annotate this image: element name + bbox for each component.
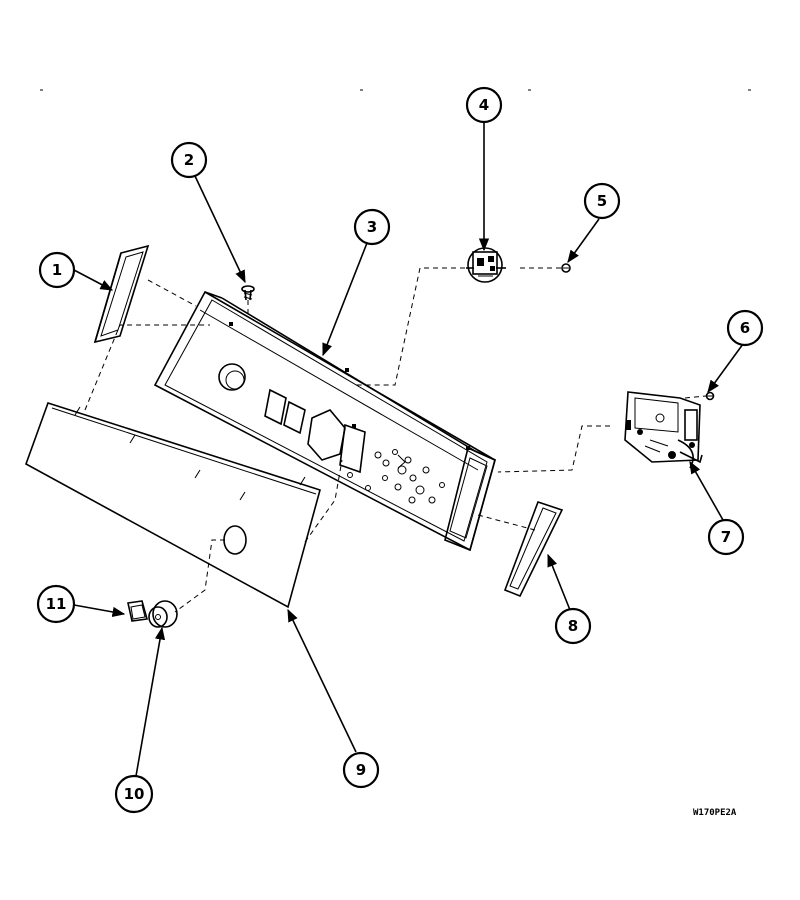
callout-5: 5: [583, 182, 621, 220]
small-screw-part: [561, 263, 571, 273]
callout-9: 9: [342, 751, 380, 789]
console-panel-part: [153, 290, 496, 552]
callout-label: 3: [367, 218, 377, 236]
callout-label: 4: [479, 96, 489, 114]
callout-1: 1: [38, 251, 76, 289]
callout-label: 7: [721, 528, 731, 546]
callout-label: 10: [124, 785, 145, 803]
callout-6: 6: [726, 309, 764, 347]
callout-3: 3: [353, 208, 391, 246]
callout-label: 6: [740, 319, 750, 337]
callout-label: 9: [356, 761, 366, 779]
callout-label: 5: [597, 192, 607, 210]
callout-10: 10: [114, 774, 154, 814]
screw-part: [241, 285, 255, 301]
knob-part: [148, 600, 178, 628]
front-panel-part: [25, 402, 321, 609]
assembly-lines: [84, 267, 707, 613]
callout-4: 4: [465, 86, 503, 124]
callout-11: 11: [36, 584, 76, 624]
knob-insert-part: [127, 600, 149, 622]
drawing-code: W170PE2A: [693, 808, 737, 818]
timer-part: [624, 391, 703, 469]
callout-label: 11: [46, 595, 67, 613]
left-end-cap-part: [93, 244, 150, 344]
callout-8: 8: [554, 607, 592, 645]
callout-label: 2: [184, 151, 194, 169]
right-end-cap-part: [503, 500, 564, 598]
callout-label: 1: [52, 261, 62, 279]
selector-switch-part: [466, 247, 506, 283]
leader-arrows: [73, 122, 744, 777]
callout-2: 2: [170, 141, 208, 179]
callout-label: 8: [568, 617, 578, 635]
callout-7: 7: [707, 518, 745, 556]
timer-screw-part: [705, 391, 715, 401]
mounting-holes: [347, 449, 445, 504]
